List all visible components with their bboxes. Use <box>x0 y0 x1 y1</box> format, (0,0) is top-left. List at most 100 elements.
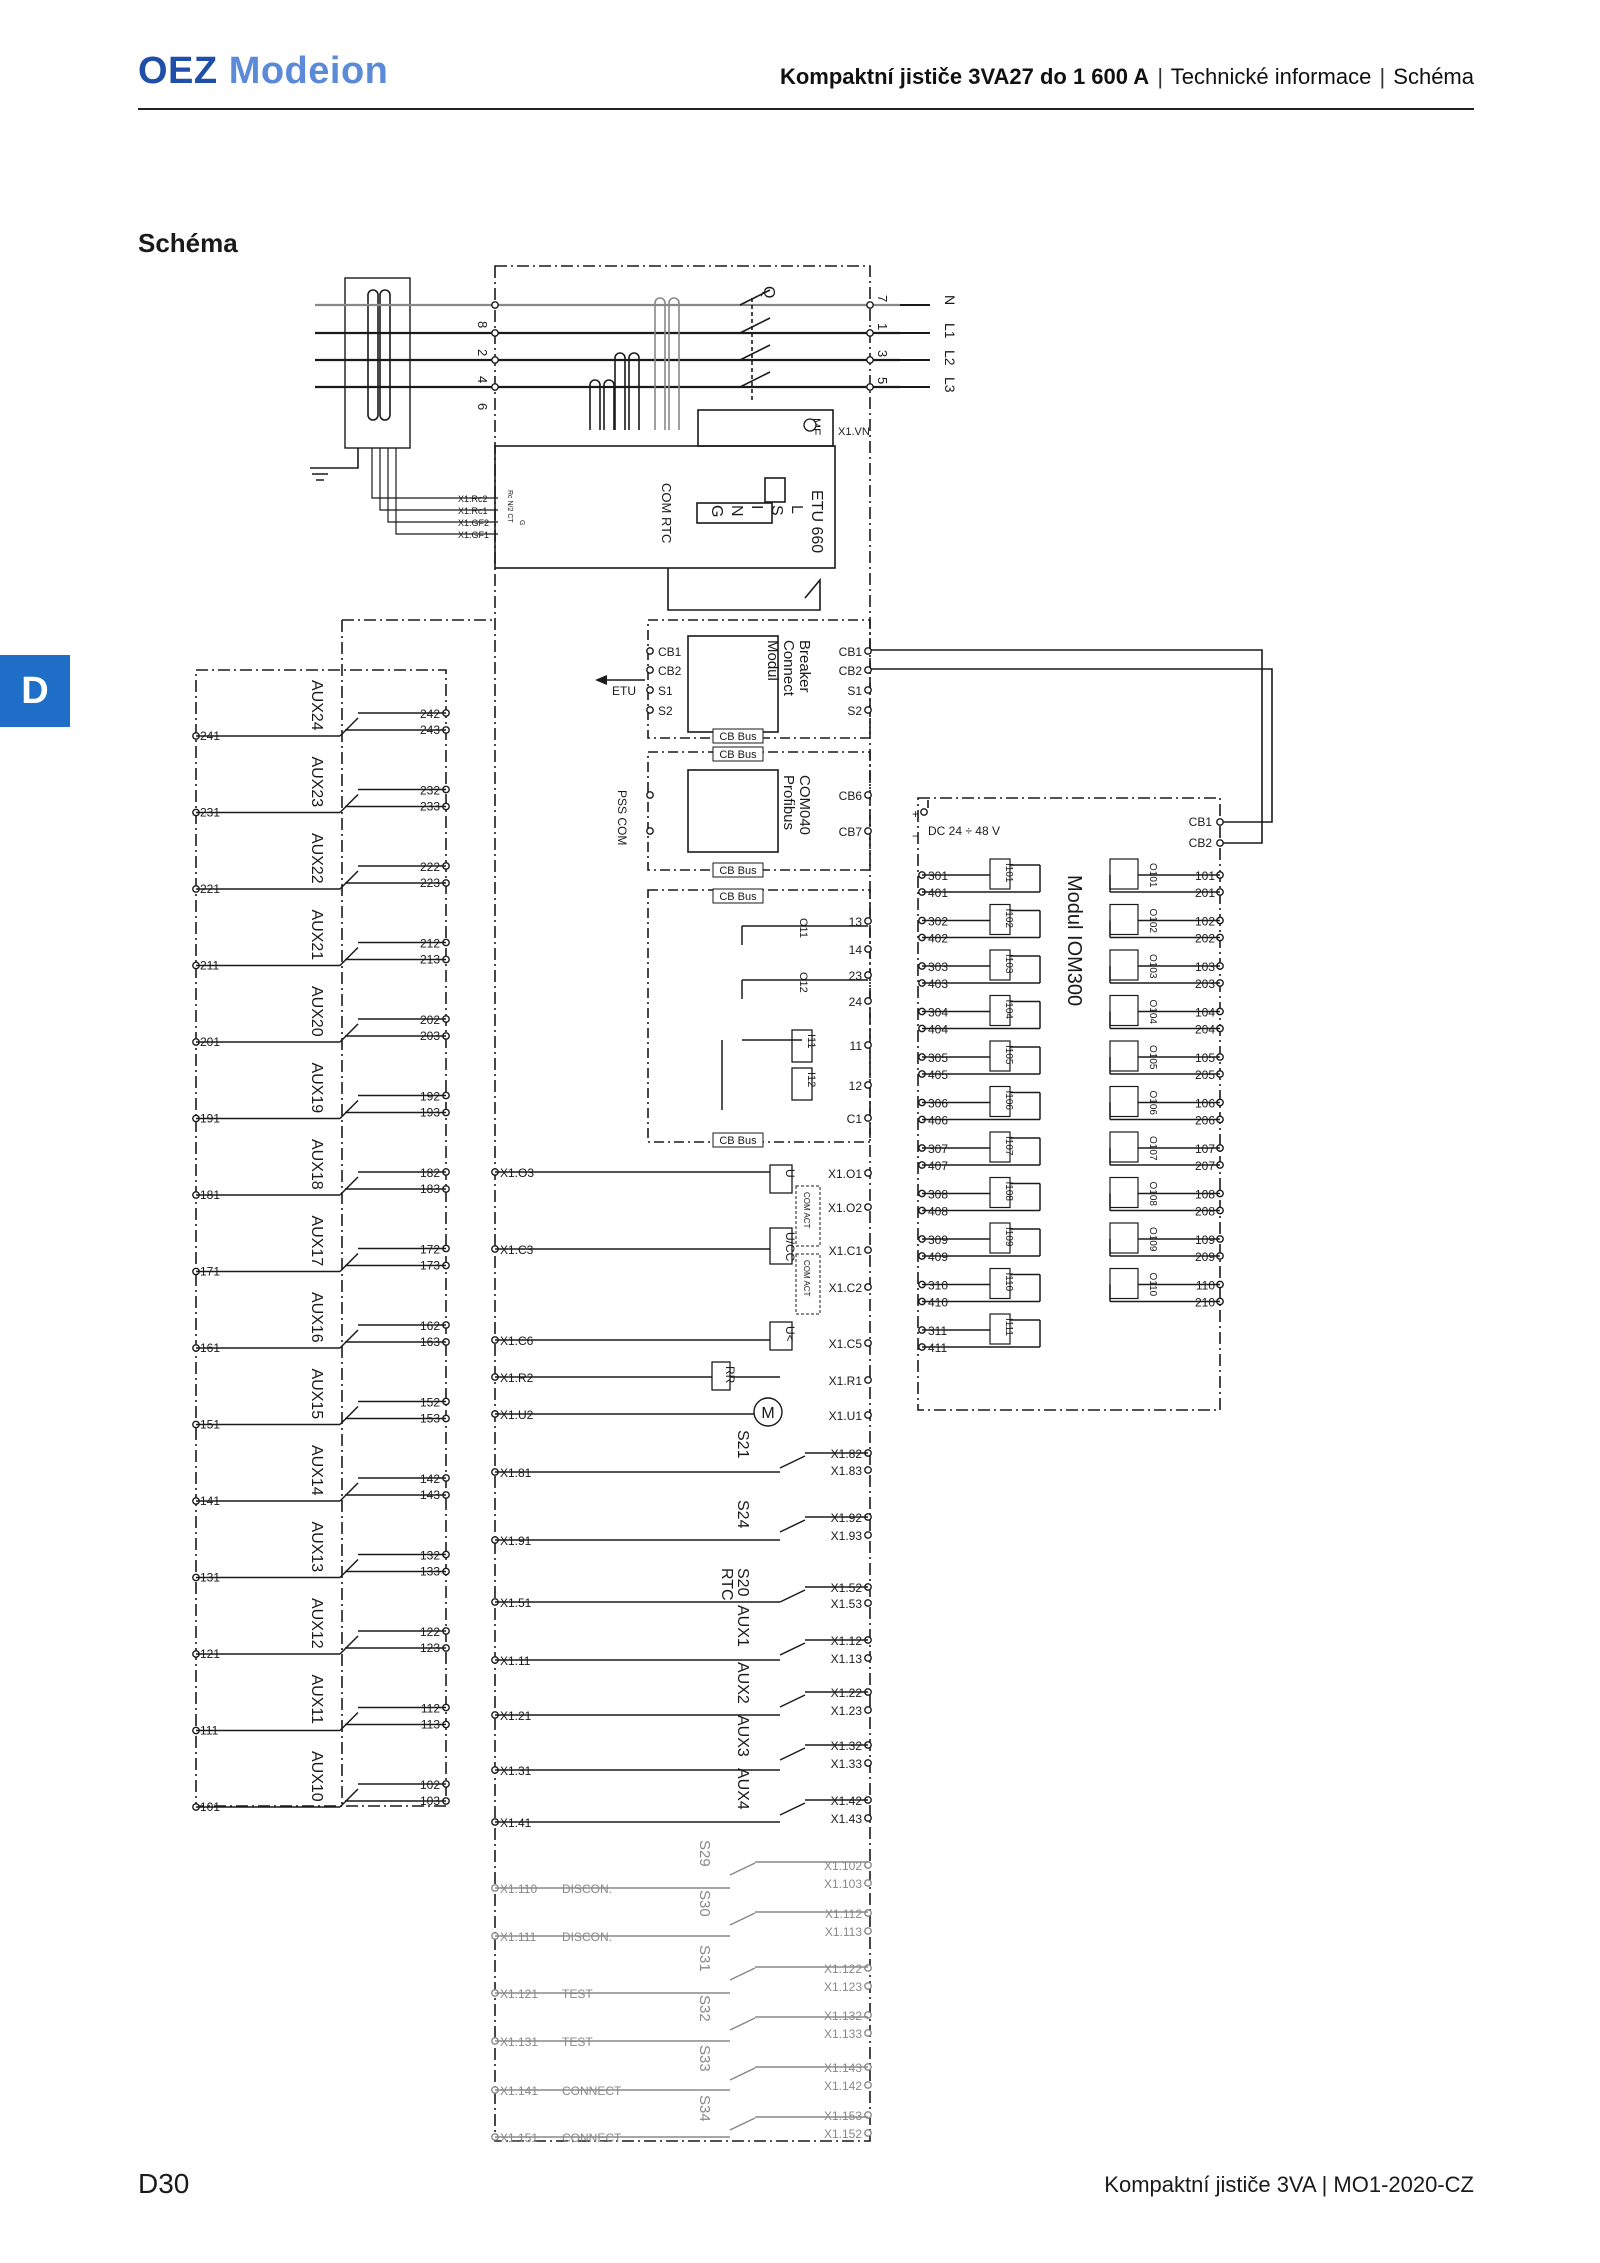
iom-cb-term: CB2 <box>1189 836 1213 850</box>
iom-output-top: 102 <box>1195 915 1215 929</box>
com-act-box <box>795 1253 821 1315</box>
coil-box <box>711 1361 731 1391</box>
section-title: Schéma <box>138 228 238 258</box>
iom-output-bottom: 209 <box>1195 1250 1215 1264</box>
grey-left-terminal: X1.131 <box>500 2035 538 2049</box>
etu-arrow-head <box>595 675 607 685</box>
terminal-point <box>864 945 872 953</box>
cb-bus-box <box>712 888 764 904</box>
terminal-point <box>866 356 874 364</box>
etu-letter: N <box>728 505 745 517</box>
bcm-left-term: S1 <box>658 684 673 698</box>
io-frame <box>647 889 871 1143</box>
brand-logo: OEZ Modeion <box>138 50 388 93</box>
x1-right-terminal: X1.32 <box>831 1739 863 1753</box>
etu-letter: L <box>788 505 805 514</box>
terminal-point <box>864 1376 872 1384</box>
aux-name: AUX13 <box>308 1522 325 1573</box>
terminal-point <box>864 1879 872 1887</box>
bcm-title: Breaker <box>796 640 813 693</box>
switch-name: RTC <box>718 1568 735 1601</box>
iom-input-name: I108 <box>1003 1182 1014 1202</box>
contact-blade <box>729 2067 756 2081</box>
x1-right-terminal: X1.52 <box>831 1581 863 1595</box>
terminal-point <box>864 1114 872 1122</box>
iom-output-top: 104 <box>1195 1006 1215 1020</box>
contact-blade <box>339 1329 359 1349</box>
brand-light: Modeion <box>228 50 389 92</box>
aux-terminal-r1: 232 <box>420 784 440 798</box>
etu-com-label: COM RTC <box>659 483 674 543</box>
iom-output-relay <box>1109 1176 1139 1209</box>
etu-arrow-label: ETU <box>612 684 636 698</box>
terminal-point <box>864 686 872 694</box>
iom-input-name: I111 <box>1003 1318 1014 1336</box>
contact-blade <box>339 1405 359 1426</box>
com040-term: CB7 <box>839 825 863 839</box>
grey-switch-name: S32 <box>696 1995 713 2022</box>
etu-letter: S <box>768 505 785 516</box>
grey-right-terminal: X1.103 <box>824 1877 862 1891</box>
iom-input-top: 302 <box>928 915 948 929</box>
etu-title: ETU 660 <box>808 490 825 553</box>
terminal-point <box>864 2081 872 2089</box>
terminal-point <box>864 1927 872 1935</box>
iom-input-name: I107 <box>1003 1136 1014 1156</box>
x1-left-terminal: X1.51 <box>500 1596 532 1610</box>
contact-blade <box>339 1788 359 1808</box>
contact-blade <box>779 1589 806 1603</box>
terminal-point <box>1216 818 1224 826</box>
x1vn-label: X1.VN <box>838 426 870 438</box>
cb-bus-box <box>712 862 764 878</box>
bcm-right-term: S1 <box>847 684 862 698</box>
x1-right-terminal: X1.53 <box>831 1597 863 1611</box>
x1-left-terminal: X1.U2 <box>500 1408 534 1422</box>
contact-blade <box>729 1862 756 1876</box>
footer-separator: | <box>1321 2172 1328 2197</box>
io-input-label: I11 <box>805 1034 817 1048</box>
terminal-label: 4 <box>475 376 490 383</box>
cb-bus-box <box>712 1132 764 1148</box>
switch-name: S21 <box>734 1430 751 1459</box>
io-terminal-label: 13 <box>849 915 863 929</box>
header-title: Kompaktní jističe 3VA27 do 1 600 A | Tec… <box>780 64 1474 90</box>
terminal-label: 2 <box>475 349 490 356</box>
iom-input-bottom: 408 <box>928 1205 948 1219</box>
iom-input-relay <box>989 994 1011 1027</box>
iom-input-bottom: 403 <box>928 977 948 991</box>
com040-title: Profibus <box>780 775 797 830</box>
switch-name: AUX4 <box>734 1768 751 1810</box>
contact-blade <box>779 1694 806 1708</box>
x1-left-terminal: X1.C3 <box>500 1243 534 1257</box>
iom-output-bottom: 208 <box>1195 1205 1215 1219</box>
cb-bus-box <box>712 746 764 762</box>
iom-input-top: 306 <box>928 1097 948 1111</box>
terminal-point <box>864 1203 872 1211</box>
terminal-point <box>866 329 874 337</box>
terminal-point <box>864 1814 872 1822</box>
contact-blade <box>779 1747 806 1761</box>
iom-output-top: 106 <box>1195 1097 1215 1111</box>
terminal-label: 7 <box>875 295 890 302</box>
io-terminal-label: 24 <box>849 995 863 1009</box>
iom-input-name: I106 <box>1003 1091 1014 1111</box>
x1-right-terminal: X1.13 <box>831 1652 863 1666</box>
x1-left-terminal: X1.21 <box>500 1709 532 1723</box>
x1-right-terminal: X1.R1 <box>829 1374 863 1388</box>
x1-right-terminal: X1.92 <box>831 1511 863 1525</box>
x1-left-terminal: X1.91 <box>500 1534 532 1548</box>
iom-input-top: 310 <box>928 1279 948 1293</box>
iom-output-relay <box>1109 1222 1139 1254</box>
coil-label: U< <box>783 1326 797 1342</box>
contact-blade <box>339 1099 359 1120</box>
terminal-point <box>491 301 499 309</box>
io-input-label: I12 <box>805 1072 817 1087</box>
terminal-point <box>864 917 872 925</box>
contact-blade <box>779 1455 806 1469</box>
bcm-title: Connect <box>780 640 797 697</box>
terminal-point <box>1216 839 1224 847</box>
iom-minus: − <box>912 829 919 843</box>
phase-label: L3 <box>942 377 958 393</box>
aux-name: AUX21 <box>308 910 325 961</box>
iom-input-bottom: 411 <box>928 1341 947 1355</box>
